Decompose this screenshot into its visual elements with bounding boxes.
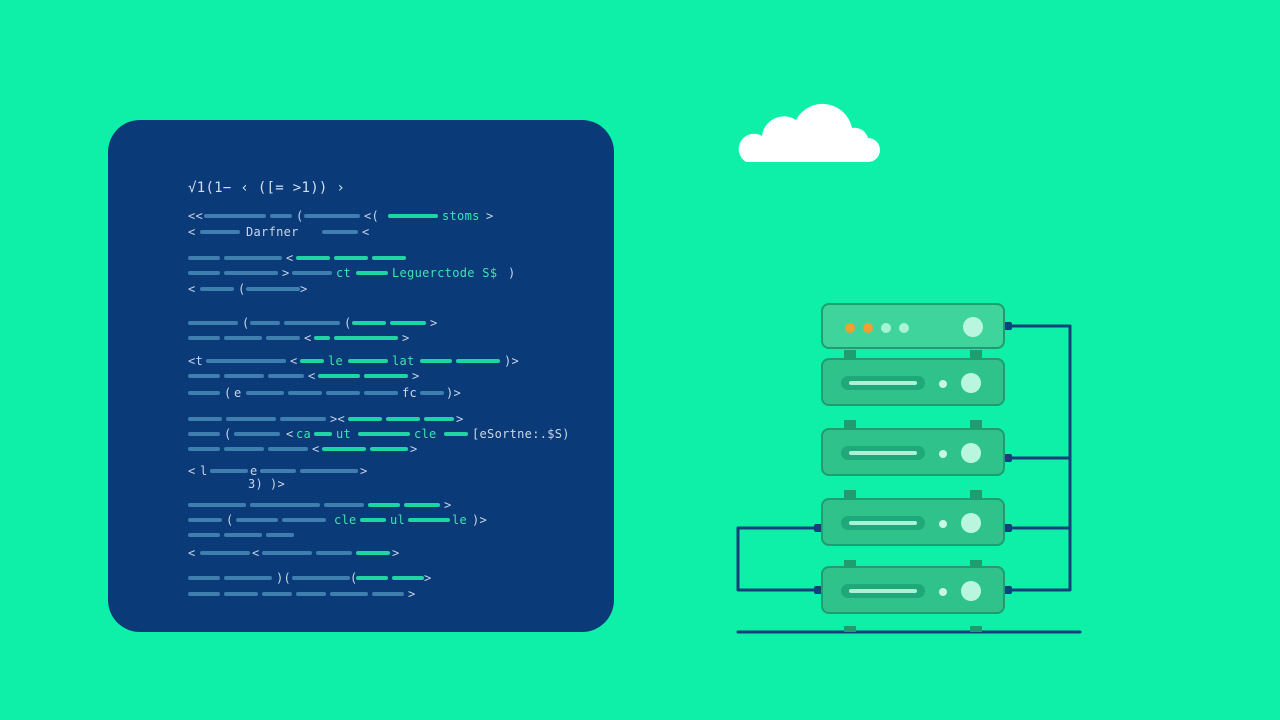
code-lines: √1(1− ‹ ([= >1)) › << ( <( stoms > < Dar… (188, 180, 570, 601)
status-led-icon (899, 323, 909, 333)
drive-bay-icon (841, 376, 925, 390)
server-unit (821, 428, 1005, 476)
code-fragment: l (200, 464, 208, 478)
status-led-icon (863, 323, 873, 333)
code-fragment: cle (414, 427, 437, 441)
code-fragment: 3) (248, 477, 264, 491)
drive-bay-icon (841, 446, 925, 460)
code-fragment: [eSortne:.$S) (472, 427, 570, 441)
code-fragment: stoms (442, 209, 480, 223)
code-fragment: e (234, 386, 242, 400)
code-fragment: ct (336, 266, 352, 280)
server-unit (821, 358, 1005, 406)
code-fragment: lat (392, 354, 415, 368)
code-fragment: ca (296, 427, 312, 441)
cloud-icon (738, 103, 880, 162)
indicator-dot-icon (939, 450, 947, 458)
code-fragment: fc (402, 386, 418, 400)
code-fragment: ut (336, 427, 352, 441)
indicator-dot-icon (939, 588, 947, 596)
power-button-icon (963, 317, 983, 337)
code-fragment: le (452, 513, 468, 527)
drive-bay-icon (841, 584, 925, 598)
indicator-dot-icon (939, 520, 947, 528)
code-fragment: le (328, 354, 344, 368)
code-fragment: ul (390, 513, 406, 527)
status-led-icon (845, 323, 855, 333)
power-button-icon (961, 443, 981, 463)
code-header-text: √1(1− ‹ ([= >1)) › (188, 180, 346, 196)
code-panel: √1(1− ‹ ([= >1)) › << ( <( stoms > < Dar… (108, 120, 614, 632)
power-button-icon (961, 373, 981, 393)
server-unit-top (821, 303, 1005, 349)
server-unit (821, 566, 1005, 614)
server-unit (821, 498, 1005, 546)
code-fragment: Leguerctode S$ (392, 266, 498, 280)
status-led-icon (881, 323, 891, 333)
code-fragment: cle (334, 513, 357, 527)
power-button-icon (961, 581, 981, 601)
drive-bay-icon (841, 516, 925, 530)
server-rack-icon (736, 300, 1082, 640)
indicator-dot-icon (939, 380, 947, 388)
code-fragment: e (250, 464, 258, 478)
power-button-icon (961, 513, 981, 533)
server-cables (736, 322, 1082, 634)
code-fragment: Darfner (246, 225, 299, 239)
